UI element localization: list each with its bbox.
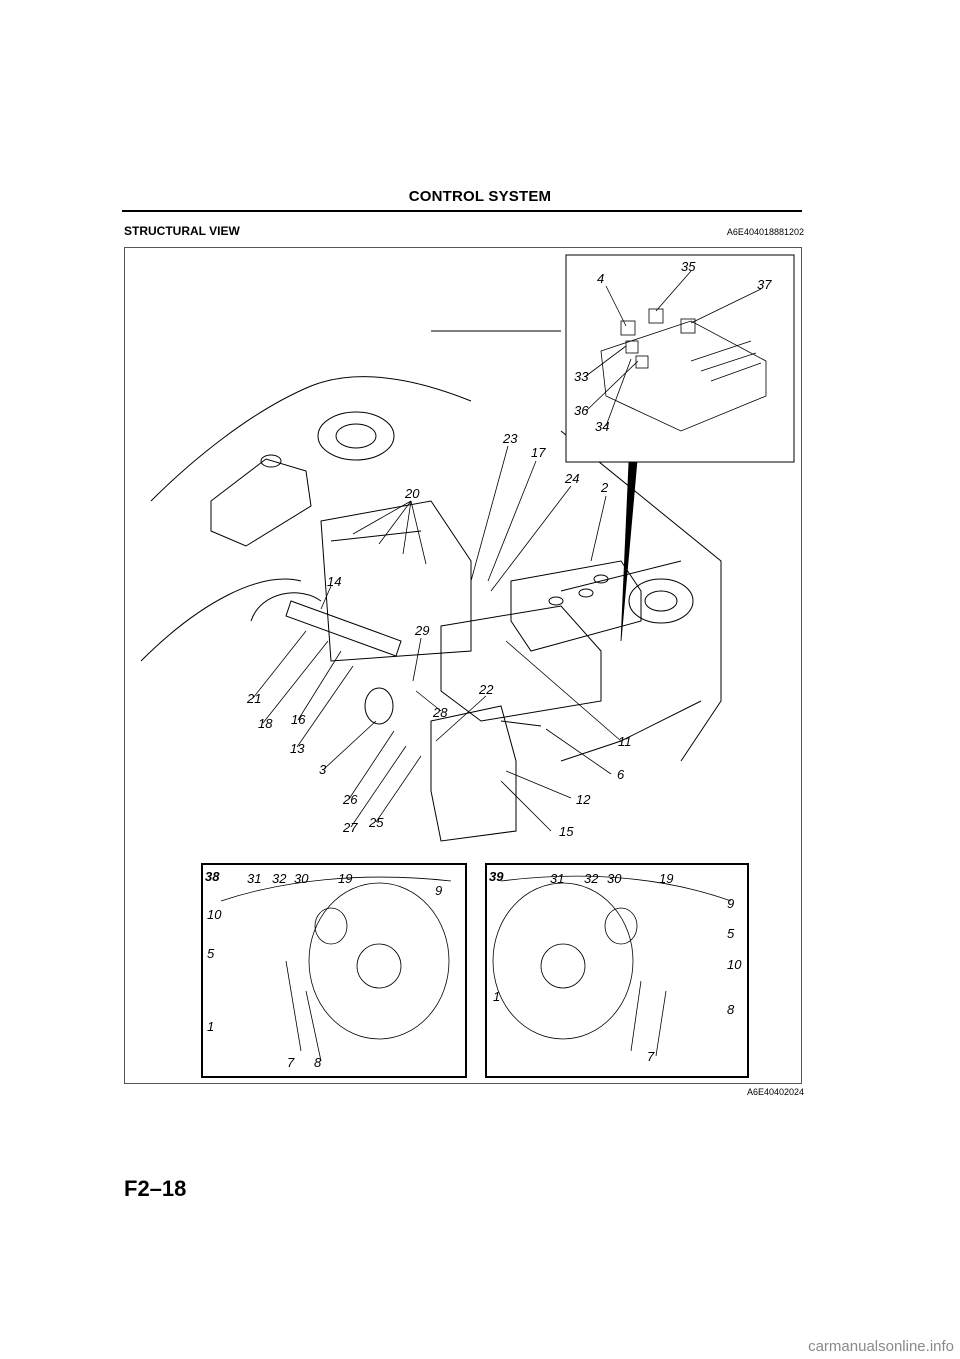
structural-view-figure: 4 35 37 33 36 34 23 17 24 2 20 14 29 22 … [124,247,802,1084]
inset-left-callout-9: 9 [435,883,442,898]
callout-16: 16 [291,712,306,727]
inset-left-callouts: 38 31 32 30 19 9 10 5 1 7 8 [205,869,442,1070]
inset-left-callout-31: 31 [247,871,261,886]
battery [510,560,642,652]
callout-13: 13 [290,741,305,756]
callout-20: 20 [404,486,420,501]
pcm-module [430,705,517,842]
section-title: STRUCTURAL VIEW [124,224,240,238]
inset-left-callout-30: 30 [294,871,309,886]
steering-wheel-left [308,882,450,1040]
callout-27: 27 [342,820,358,835]
callout-18: 18 [258,716,273,731]
inset-right-callout-9: 9 [727,896,734,911]
callout-26: 26 [342,792,358,807]
callout-24: 24 [564,471,579,486]
inset-left-callout-8: 8 [314,1055,322,1070]
inset-left-callout-5: 5 [207,946,215,961]
callout-21: 21 [246,691,261,706]
inset-right-label: 39 [489,869,504,884]
inset-left-label: 38 [205,869,220,884]
inset-right-callout-32: 32 [584,871,599,886]
page-number: F2–18 [124,1176,187,1201]
inset-right-callout-19: 19 [659,871,673,886]
callout-4: 4 [597,271,604,286]
callout-33: 33 [574,369,589,384]
section-ref-code: A6E404018881202 [726,227,804,237]
callout-36: 36 [574,403,589,418]
inset-left-callout-19: 19 [338,871,352,886]
callout-11: 11 [618,734,632,749]
fuse-box-inset [565,254,795,463]
header-rule [122,210,802,212]
inset-right-callout-31: 31 [550,871,564,886]
callout-14: 14 [327,574,341,589]
inset-right-callouts: 39 31 32 30 19 9 5 10 1 8 7 [489,869,742,1064]
inset-right-callout-5: 5 [727,926,735,941]
engine-bay-illustration: 4 35 37 33 36 34 23 17 24 2 20 14 29 22 … [140,254,795,1078]
strut-tower-left [317,411,395,461]
callout-35: 35 [681,259,696,274]
callout-6: 6 [617,767,625,782]
page-header-title: CONTROL SYSTEM [408,188,552,205]
inset-right-frame [485,863,749,1078]
callout-25: 25 [368,815,384,830]
engine-block [320,500,472,662]
callout-12: 12 [576,792,591,807]
air-cleaner [440,605,602,722]
inset-right-callout-7: 7 [647,1049,655,1064]
steering-wheel-right [492,882,634,1040]
body-outline [150,376,472,502]
inset-right-callout-10: 10 [727,957,742,972]
callout-37: 37 [757,277,772,292]
callout-28: 28 [432,705,448,720]
callout-17: 17 [531,445,546,460]
callout-3: 3 [319,762,327,777]
inset-right-callout-30: 30 [607,871,622,886]
inset-left-callout-32: 32 [272,871,287,886]
watermark-link[interactable]: carmanualsonline.info [808,1338,954,1355]
callout-15: 15 [559,824,574,839]
callout-23: 23 [502,431,518,446]
figure-code: A6E40402024 [746,1087,804,1097]
main-callouts: 4 35 37 33 36 34 23 17 24 2 20 14 29 22 … [246,259,772,839]
inset-right-callout-8: 8 [727,1002,735,1017]
callout-29: 29 [414,623,429,638]
inset-left-frame [201,863,467,1078]
inset-left-callout-10: 10 [207,907,222,922]
callout-34: 34 [595,419,609,434]
strut-tower-right [628,578,694,624]
callout-2: 2 [600,480,609,495]
iac-valve [364,687,394,725]
inset-left-callout-1: 1 [207,1019,214,1034]
inset-right-callout-1: 1 [493,989,500,1004]
coolant-reservoir [210,458,312,547]
callout-22: 22 [478,682,494,697]
fuel-rail [285,600,402,657]
inset-left-callout-7: 7 [287,1055,295,1070]
